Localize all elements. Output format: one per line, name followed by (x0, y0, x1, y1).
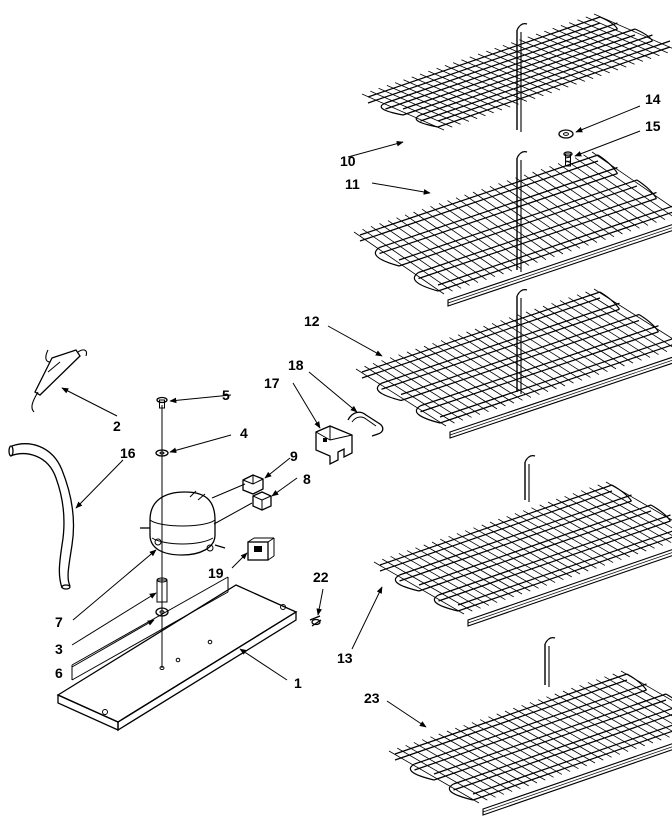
callout-18: 18 (288, 357, 304, 373)
callout-19: 19 (208, 565, 224, 581)
coil-11 (353, 151, 672, 307)
callout-12: 12 (304, 313, 320, 329)
callout-labels: 1 2 3 4 5 6 7 8 9 10 11 12 13 14 15 16 1… (55, 91, 661, 706)
coil-12 (355, 288, 672, 439)
callout-22: 22 (313, 569, 329, 585)
condenser-coils (353, 13, 672, 816)
compressor (140, 490, 226, 556)
callout-15: 15 (645, 118, 661, 134)
leader-lines (61, 105, 641, 728)
base-plate (56, 576, 298, 732)
drain-hose (8, 443, 75, 590)
callout-16: 16 (120, 445, 136, 461)
callout-13: 13 (337, 650, 353, 666)
callout-7: 7 (55, 614, 63, 630)
electrical-parts (211, 474, 275, 561)
callout-8: 8 (303, 471, 311, 487)
mount-parts (155, 577, 169, 670)
coil-10 (361, 13, 672, 132)
callout-9: 9 (290, 448, 298, 464)
callout-1: 1 (294, 675, 302, 691)
coil-23 (388, 637, 672, 816)
callout-4: 4 (240, 425, 248, 441)
capillary-drier (31, 349, 88, 413)
screw-and-washer (155, 396, 169, 457)
callout-6: 6 (55, 665, 63, 681)
bracket-and-clip (315, 411, 384, 466)
callout-14: 14 (645, 91, 661, 107)
callout-23: 23 (364, 690, 380, 706)
callout-2: 2 (113, 418, 121, 434)
callout-5: 5 (222, 387, 230, 403)
callout-3: 3 (55, 641, 63, 657)
callout-17: 17 (264, 375, 280, 391)
screw-22 (309, 615, 322, 627)
callout-10: 10 (340, 153, 356, 169)
screw-15-washer-14 (558, 129, 574, 167)
callout-11: 11 (345, 176, 360, 192)
coil-13 (373, 455, 672, 627)
